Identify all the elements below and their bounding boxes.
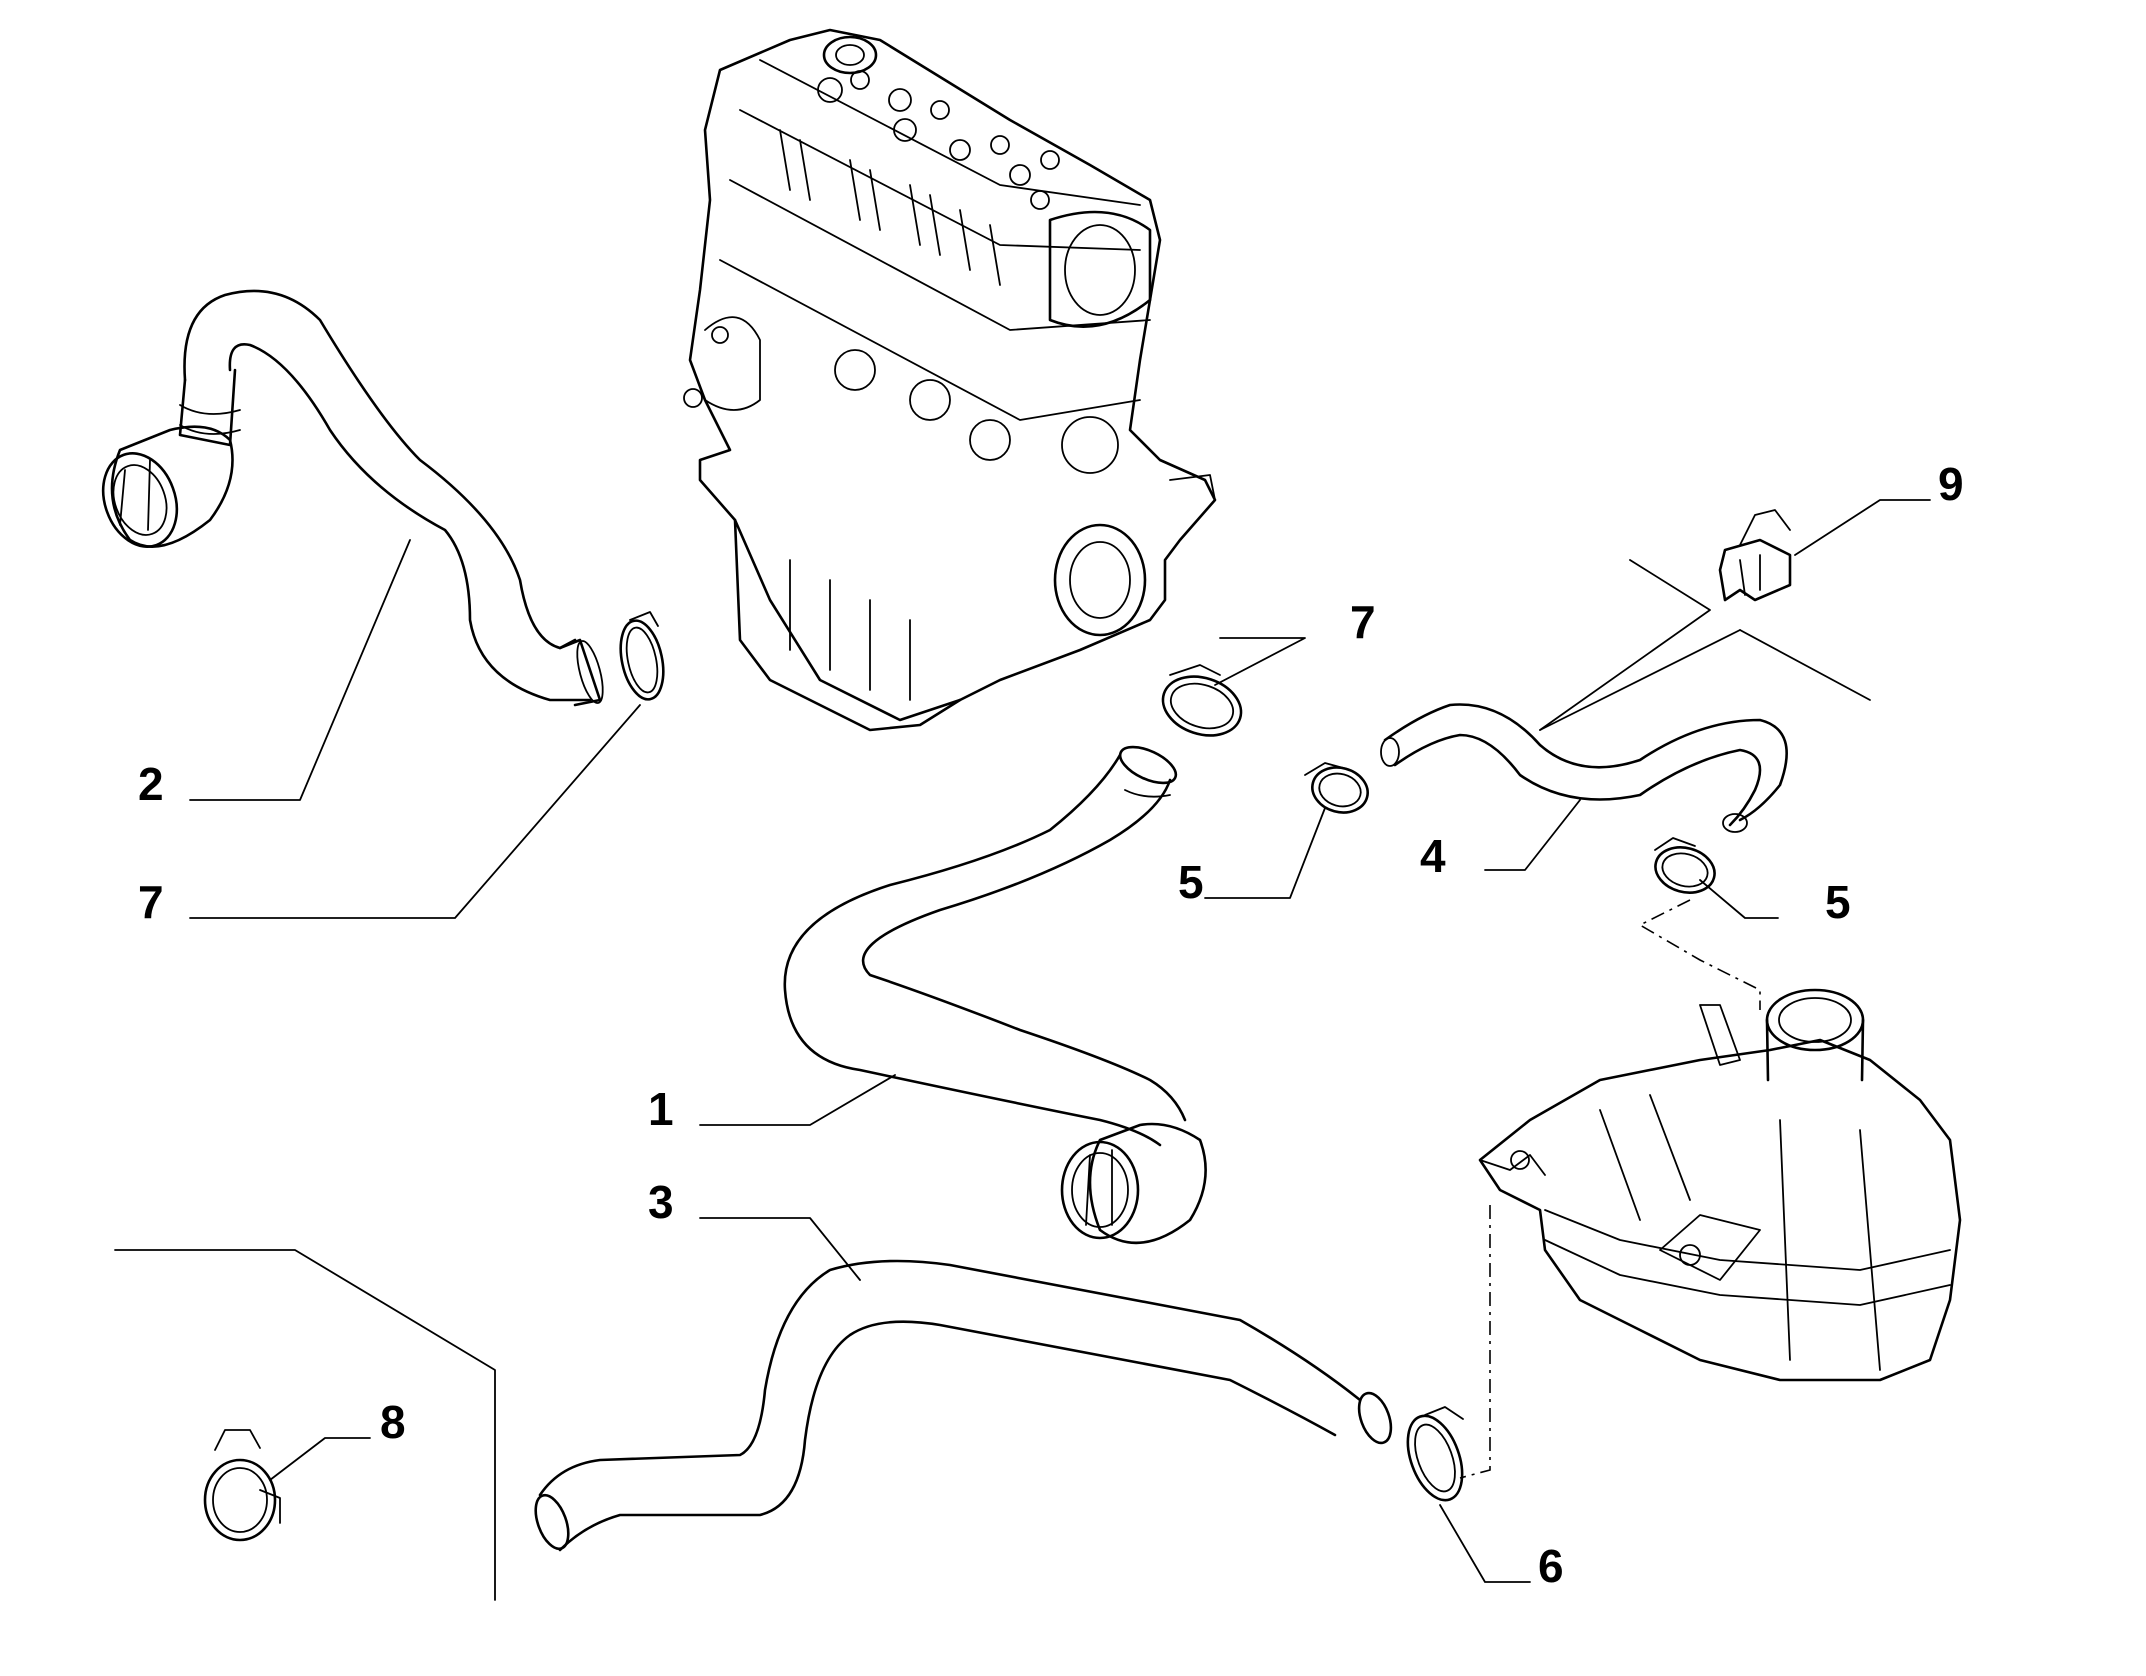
callout-7-left: 7 (138, 876, 164, 928)
callout-numbers: 2 7 1 3 7 5 4 5 9 6 8 (138, 458, 1964, 1592)
section-divider (114, 559, 1871, 1601)
engine-block (683, 28, 1217, 732)
hose-3 (534, 1259, 1393, 1552)
hose-1 (783, 745, 1207, 1245)
leader-lines (189, 499, 1931, 1583)
clamp-5-left (1304, 762, 1369, 814)
clamp-8 (203, 1429, 281, 1542)
callout-7-center: 7 (1350, 596, 1376, 648)
callout-3: 3 (648, 1176, 674, 1228)
callout-4: 4 (1420, 830, 1446, 882)
expansion-tank (1478, 988, 1962, 1382)
clip-9 (1718, 509, 1792, 602)
clamp-6 (1406, 1406, 1464, 1502)
dashed-connection-lines (1459, 899, 1761, 1479)
callout-5-left: 5 (1178, 856, 1204, 908)
crank-pulley (1053, 523, 1147, 637)
clamp-7-left (619, 611, 665, 701)
callout-1: 1 (648, 1083, 674, 1135)
clamp-7-center (1161, 664, 1243, 737)
hose-4 (1380, 703, 1788, 833)
callout-6: 6 (1538, 1540, 1564, 1592)
callout-2: 2 (138, 758, 164, 810)
callout-9: 9 (1938, 458, 1964, 510)
callout-8: 8 (380, 1396, 406, 1448)
clamp-5-right (1654, 837, 1716, 894)
hose-2 (101, 289, 604, 707)
callout-5-right: 5 (1825, 876, 1851, 928)
